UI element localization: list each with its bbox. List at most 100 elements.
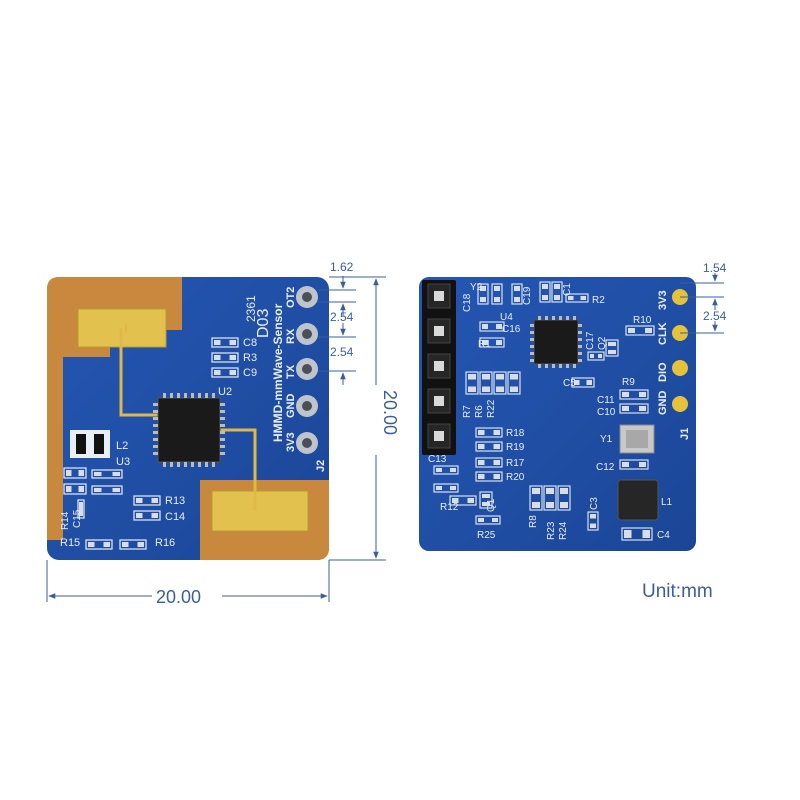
smd-pad bbox=[532, 488, 540, 494]
smd-pad bbox=[450, 486, 456, 490]
serial-label: 2361 bbox=[244, 295, 258, 322]
smd-pad bbox=[229, 355, 236, 360]
model-label: HMMD-mmWave-Sensor bbox=[271, 303, 285, 442]
header-pin bbox=[434, 291, 444, 301]
smd-outline bbox=[619, 389, 649, 400]
smd-outline bbox=[479, 337, 505, 348]
smd-pad bbox=[560, 502, 568, 508]
ref-l1: L1 bbox=[661, 497, 673, 508]
smd-pad bbox=[608, 350, 616, 354]
smd-pad bbox=[598, 354, 602, 358]
ref-y2: Y2 bbox=[470, 282, 483, 293]
smd-outline bbox=[133, 495, 161, 506]
smd-pad bbox=[574, 380, 580, 385]
front-dimensions bbox=[46, 276, 386, 602]
smd-pad bbox=[66, 470, 72, 476]
smd-pad bbox=[496, 340, 502, 345]
ref-c10: C10 bbox=[597, 407, 616, 418]
back-pin-label-3v3: 3V3 bbox=[657, 290, 669, 310]
smd-pad bbox=[137, 542, 144, 547]
left-pitch-label-2: 2.54 bbox=[330, 345, 354, 359]
smd-pad bbox=[66, 486, 72, 492]
smd-pad bbox=[214, 340, 221, 345]
ref-c11: C11 bbox=[597, 395, 615, 406]
left-offset-label: 1.62 bbox=[330, 260, 354, 274]
smd-pad bbox=[450, 468, 456, 472]
smd-pad bbox=[467, 498, 474, 503]
ref-u4: U4 bbox=[500, 312, 513, 323]
right-offset-label: 1.54 bbox=[703, 261, 727, 275]
smd-outline bbox=[91, 485, 123, 495]
front-pin-hole-center bbox=[302, 364, 312, 374]
header-pin bbox=[434, 431, 444, 441]
smd-pad bbox=[496, 386, 504, 392]
smd-outline bbox=[63, 467, 87, 479]
smd-pad bbox=[546, 488, 554, 494]
ref-u3: U3 bbox=[116, 456, 130, 468]
smd-outline bbox=[529, 485, 543, 511]
back-pin-label-clk: CLK bbox=[657, 322, 669, 345]
smd-pad bbox=[482, 340, 488, 345]
smd-pad bbox=[229, 370, 236, 375]
smd-outline bbox=[625, 325, 655, 336]
smd-pad bbox=[496, 324, 502, 329]
ref-r12: R12 bbox=[440, 502, 459, 513]
smd-pad bbox=[78, 470, 84, 476]
smd-outline bbox=[475, 441, 503, 452]
smd-pad bbox=[624, 530, 632, 538]
ref-r7: R7 bbox=[462, 405, 473, 418]
smd-pad bbox=[492, 518, 498, 522]
back-dimensions bbox=[680, 273, 724, 334]
ref-c19: C19 bbox=[522, 286, 533, 305]
front-board bbox=[47, 277, 329, 560]
smd-pad bbox=[94, 472, 102, 476]
inductor-l1 bbox=[617, 479, 659, 521]
smd-pad bbox=[560, 488, 568, 494]
smd-pad bbox=[514, 297, 520, 302]
ref-c15: C15 bbox=[72, 509, 83, 528]
smd-outline bbox=[63, 483, 87, 495]
smd-outline bbox=[539, 281, 551, 303]
front-pin-label-ot2: OT2 bbox=[285, 287, 297, 308]
smd-pad bbox=[542, 295, 548, 300]
back-pin-label-gnd: GND bbox=[657, 391, 669, 416]
smd-outline bbox=[85, 539, 113, 550]
feed-trace-top bbox=[119, 328, 160, 417]
ref-r10: R10 bbox=[633, 315, 652, 326]
smd-outline bbox=[507, 371, 521, 395]
ref-c12: C12 bbox=[596, 462, 615, 473]
ref-r18: R18 bbox=[506, 428, 525, 439]
ref-r19: R19 bbox=[506, 442, 525, 453]
smd-outline bbox=[621, 527, 653, 541]
ref-r16: R16 bbox=[155, 537, 175, 549]
ref-r2: R2 bbox=[592, 295, 605, 306]
unit-label: Unit:mm bbox=[642, 581, 713, 602]
ref-r6: R6 bbox=[474, 405, 485, 418]
smd-pad bbox=[468, 386, 476, 392]
smd-pad bbox=[79, 502, 82, 516]
smd-outline bbox=[211, 337, 239, 348]
smd-pad bbox=[494, 286, 500, 291]
header-pin bbox=[434, 326, 444, 336]
smd-pad bbox=[510, 374, 518, 380]
ref-c9: C9 bbox=[243, 367, 257, 379]
header-pin bbox=[434, 361, 444, 371]
smd-pad bbox=[136, 513, 143, 518]
smd-pad bbox=[482, 502, 490, 506]
smd-pad bbox=[112, 472, 120, 476]
ref-r15: R15 bbox=[60, 537, 80, 549]
smd-pad bbox=[622, 392, 629, 397]
smd-pad bbox=[568, 296, 574, 300]
smd-pad bbox=[622, 406, 629, 411]
smd-outline bbox=[211, 352, 239, 363]
smd-pad bbox=[151, 498, 158, 503]
smd-pad bbox=[482, 386, 490, 392]
smd-pad bbox=[480, 286, 486, 291]
smd-outline bbox=[449, 495, 477, 506]
smd-outline bbox=[619, 459, 649, 470]
smd-pad bbox=[229, 340, 236, 345]
radar-ic bbox=[157, 397, 221, 463]
ref-r25: R25 bbox=[477, 530, 496, 541]
smd-pad bbox=[436, 468, 442, 472]
smd-pad bbox=[482, 324, 488, 329]
